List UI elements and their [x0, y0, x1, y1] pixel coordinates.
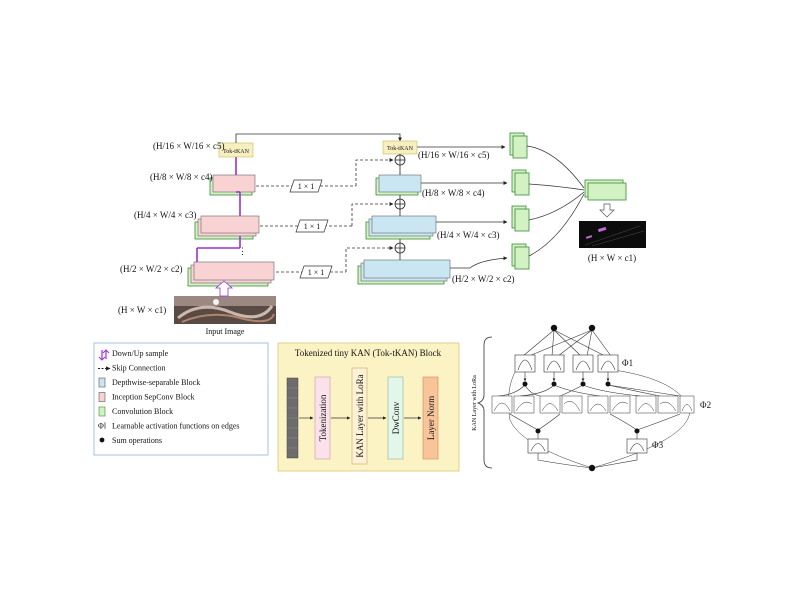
- blue-block-swatch-icon: [98, 377, 106, 388]
- down-sample-path: [196, 157, 241, 262]
- legend-item: Φl Learnable activation functions on edge…: [98, 422, 240, 431]
- skip-connections: [235, 133, 402, 273]
- dim-label-c2-dec: (H/2 × W/2 × c2): [452, 274, 514, 284]
- input-image-label: Input Image: [206, 327, 245, 336]
- phi2-label: Φ2: [700, 400, 711, 410]
- legend-item: Down/Up sample: [98, 349, 169, 361]
- kan-low-node-1: [535, 428, 541, 434]
- encoder-block-c3: [194, 215, 260, 240]
- output-heads: (H × W × c1): [417, 132, 646, 270]
- kan-output-node: [588, 464, 596, 472]
- input-image: [174, 296, 276, 324]
- legend-label: Inception SepConv Block: [112, 393, 195, 402]
- dwconv-block: DwConv: [387, 376, 404, 460]
- output-mask: [579, 221, 646, 248]
- conv1x1-level2: 1 × 1: [299, 265, 333, 279]
- legend-label: Down/Up sample: [112, 349, 169, 358]
- legend-item: Convolution Block: [98, 406, 173, 417]
- svg-text:Tokenization: Tokenization: [318, 394, 328, 441]
- decoder: Tok-tKAN: [357, 140, 451, 285]
- output-arrow-icon: [599, 203, 615, 218]
- phi1-activations: [514, 354, 619, 373]
- encoder-block-c4: [209, 174, 256, 196]
- phi2-activations: [491, 395, 695, 414]
- svg-text:1 × 1: 1 × 1: [304, 222, 321, 231]
- phi-symbol-icon: Φl: [98, 422, 107, 431]
- decoder-block-c3: [365, 215, 437, 240]
- svg-text:DwConv: DwConv: [391, 401, 401, 434]
- phi1-label: Φ1: [622, 358, 633, 368]
- up-down-arrow-icon: [98, 349, 110, 361]
- tok-tkan-decoder-label: Tok-tKAN: [387, 146, 414, 152]
- legend-item: Skip Connection: [98, 364, 166, 373]
- conv1x1-level4: 1 × 1: [289, 179, 323, 193]
- legend-label: Learnable activation functions on edges: [112, 422, 240, 431]
- conv1x1-level3: 1 × 1: [295, 219, 329, 233]
- kan-mid-nodes: [522, 381, 611, 387]
- decoder-block-c4: [375, 174, 422, 196]
- kan-brace: [476, 336, 493, 469]
- ellipsis-dots: ⋮: [238, 246, 247, 256]
- legend-label: Depthwise-separable Block: [112, 378, 200, 387]
- svg-text:1 × 1: 1 × 1: [298, 182, 315, 191]
- layer-norm-block: Layer Norm: [422, 376, 439, 460]
- kan-top-node-1: [550, 324, 558, 332]
- legend-label: Sum operations: [112, 436, 162, 445]
- tok-tkan-decoder: Tok-tKAN: [382, 140, 418, 155]
- head-c5: [509, 132, 528, 159]
- encoder-block-c2: [187, 261, 275, 287]
- dim-label-c1-output: (H × W × c1): [588, 253, 636, 263]
- kan-network: KAN Layer with LoRa: [472, 324, 711, 472]
- dim-label-c4: (H/8 × W/8 × c4): [150, 172, 212, 182]
- dim-label-c1-input: (H × W × c1): [118, 305, 166, 315]
- legend-item: Depthwise-separable Block: [98, 377, 200, 388]
- dim-label-c4-dec: (H/8 × W/8 × c4): [422, 188, 484, 198]
- legend-item: Sum operations: [99, 436, 162, 445]
- token-stack: [286, 377, 299, 459]
- tokenization-block: Tokenization: [314, 376, 331, 460]
- dim-label-c5-dec: (H/16 × W/16 × c5): [418, 150, 489, 160]
- kan-layer-block: KAN Layer with LoRa: [351, 367, 368, 465]
- kan-top-node-2: [588, 324, 596, 332]
- tok-tkan-encoder-label: Tok-tKAN: [223, 149, 250, 155]
- kan-side-label: KAN Layer with LoRa: [472, 375, 478, 431]
- dim-label-c3: (H/4 × W/4 × c3): [134, 210, 196, 220]
- green-block-swatch-icon: [98, 406, 106, 417]
- legend-item: Inception SepConv Block: [98, 392, 195, 402]
- phi3-label: Φ3: [652, 440, 664, 450]
- pink-block-swatch-icon: [98, 392, 106, 402]
- dim-label-c3-dec: (H/4 × W/4 × c3): [437, 230, 499, 240]
- sum-nodes: [394, 154, 406, 254]
- block-title: Tokenized tiny KAN (Tok-tKAN) Block: [295, 348, 442, 358]
- sum-dot-icon: [99, 437, 105, 443]
- phi3-activations: [527, 438, 648, 454]
- head-c4: [511, 169, 530, 196]
- svg-text:Layer Norm: Layer Norm: [426, 396, 436, 440]
- conv1x1-boxes: 1 × 1 1 × 1 1 × 1: [289, 179, 333, 279]
- head-connectors: [417, 145, 585, 269]
- legend-label: Skip Connection: [112, 364, 166, 373]
- legend-label: Convolution Block: [112, 407, 173, 416]
- head-c2: [511, 243, 530, 270]
- svg-text:1 × 1: 1 × 1: [308, 268, 325, 277]
- decoder-block-c2: [357, 259, 451, 285]
- input-arrow-icon: [214, 280, 234, 297]
- svg-text:KAN Layer with LoRa: KAN Layer with LoRa: [355, 374, 365, 457]
- encoder: Tok-tKAN ⋮ Input Image: [174, 142, 276, 336]
- head-c3: [511, 205, 530, 232]
- fusion-block: [584, 179, 627, 201]
- kan-low-node-2: [634, 428, 640, 434]
- dim-label-c2: (H/2 × W/2 × c2): [120, 264, 182, 274]
- dim-label-c5: (H/16 × W/16 × c5): [153, 141, 224, 151]
- tok-tkan-block-panel: Tokenized tiny KAN (Tok-tKAN) Block Toke…: [277, 342, 460, 472]
